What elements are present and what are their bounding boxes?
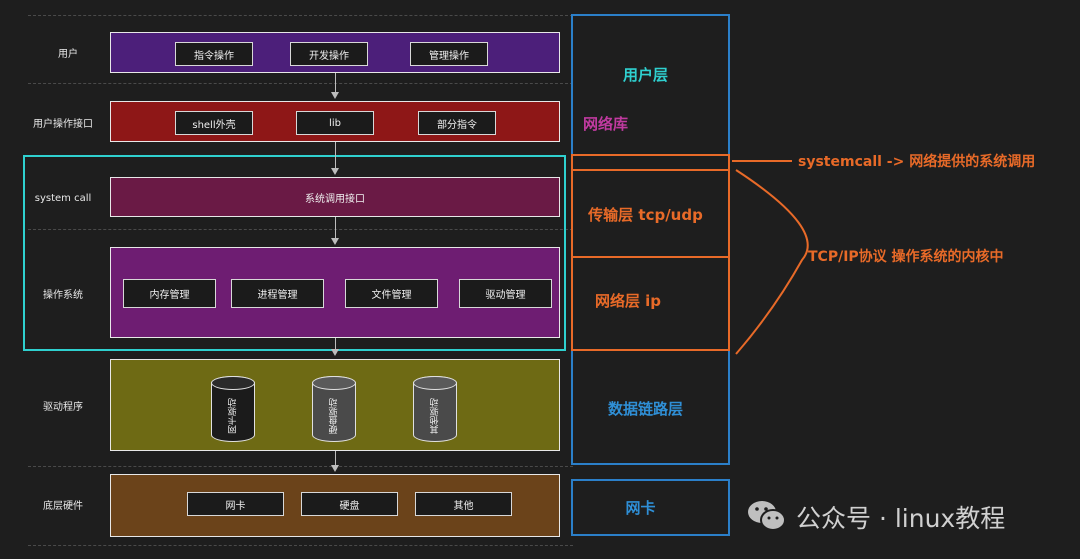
arrow-down-icon	[331, 349, 339, 356]
hw-item-other: 其他	[415, 492, 512, 516]
arrow-down-icon	[331, 238, 339, 245]
row-separator	[28, 83, 573, 84]
arrow-down-icon	[331, 92, 339, 99]
arrow-down-icon	[331, 465, 339, 472]
user-item-command: 指令操作	[175, 42, 253, 66]
row-label-system-call: system call	[34, 192, 92, 204]
nic-label: 网卡	[625, 498, 656, 517]
row-separator	[28, 229, 573, 230]
user-interface-layer: shell外壳 lib 部分指令	[110, 101, 560, 142]
transport-layer-label: 传输层 tcp/udp	[588, 205, 703, 224]
watermark-text: 公众号 · linux教程	[796, 504, 1006, 533]
os-item-driver-mgmt: 驱动管理	[459, 279, 552, 308]
other-driver-cylinder: 其他驱动	[413, 376, 457, 442]
user-item-develop: 开发操作	[290, 42, 368, 66]
api-item-partial-commands: 部分指令	[418, 111, 496, 135]
row-label-user-interface: 用户操作接口	[33, 118, 93, 130]
network-layer-box	[571, 256, 730, 351]
network-layer-label: 网络层 ip	[594, 291, 662, 310]
system-call-layer: 系统调用接口	[110, 177, 560, 217]
wechat-icon	[748, 501, 786, 531]
hw-item-disk: 硬盘	[301, 492, 398, 516]
arrow-line	[335, 73, 336, 93]
nic-driver-label: 网卡驱动	[228, 398, 239, 434]
hw-item-nic: 网卡	[187, 492, 284, 516]
os-layer: 内存管理 进程管理 文件管理 驱动管理	[110, 247, 560, 338]
disk-driver-label: 硬盘驱动	[329, 398, 340, 434]
other-driver-label: 其他驱动	[430, 398, 441, 434]
arrow-line	[335, 338, 336, 350]
arrow-down-icon	[331, 168, 339, 175]
arrow-line	[335, 142, 336, 169]
row-label-user: 用户	[58, 48, 78, 60]
user-layer: 指令操作 开发操作 管理操作	[110, 32, 560, 73]
systemcall-note: systemcall -> 网络提供的系统调用	[798, 154, 1036, 170]
os-item-memory: 内存管理	[123, 279, 216, 308]
arrow-line	[335, 451, 336, 466]
system-call-interface-label: 系统调用接口	[305, 193, 365, 205]
datalink-layer-label: 数据链路层	[607, 399, 683, 418]
kernel-note: TCP/IP协议 操作系统的内核中	[808, 249, 1004, 265]
netlib-label: 网络库	[582, 114, 628, 133]
nic-driver-cylinder: 网卡驱动	[211, 376, 255, 442]
row-label-hardware: 底层硬件	[43, 500, 83, 512]
kernel-frame	[23, 155, 566, 351]
annotation-marks	[732, 160, 809, 355]
api-item-shell: shell外壳	[175, 111, 253, 135]
user-layer-label: 用户层	[622, 65, 668, 84]
user-item-manage: 管理操作	[410, 42, 488, 66]
nic-frame	[571, 479, 730, 536]
row-label-os: 操作系统	[43, 289, 83, 301]
row-separator	[28, 545, 573, 546]
os-item-file: 文件管理	[345, 279, 438, 308]
arrow-line	[335, 217, 336, 239]
disk-driver-cylinder: 硬盘驱动	[312, 376, 356, 442]
hardware-layer: 网卡 硬盘 其他	[110, 474, 560, 537]
row-separator	[28, 15, 573, 16]
row-label-driver: 驱动程序	[43, 401, 83, 413]
row-separator	[28, 466, 573, 467]
api-item-lib: lib	[296, 111, 374, 135]
os-item-process: 进程管理	[231, 279, 324, 308]
driver-layer: 网卡驱动 硬盘驱动 其他驱动	[110, 359, 560, 451]
